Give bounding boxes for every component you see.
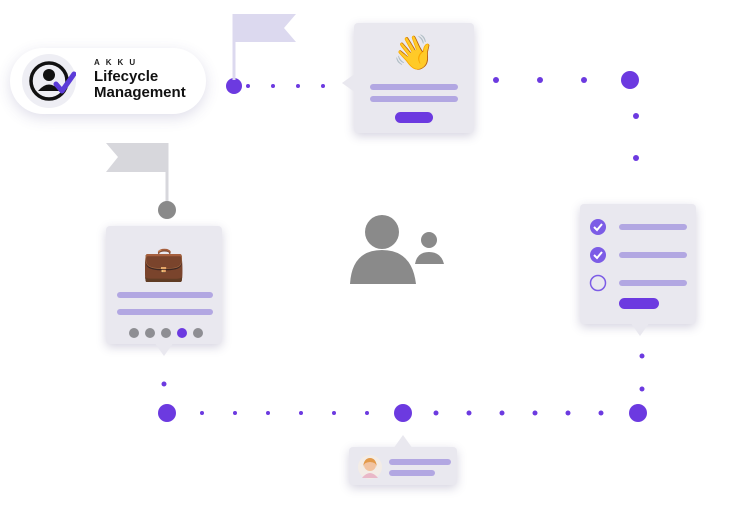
path-dot bbox=[321, 84, 325, 88]
path-dot bbox=[532, 410, 538, 416]
users-group-icon bbox=[350, 215, 444, 284]
badge-title-line2: Management bbox=[94, 84, 186, 101]
path-node bbox=[394, 404, 412, 422]
lifecycle-management-badge: AKKU Lifecycle Management bbox=[10, 48, 206, 114]
text-bar bbox=[619, 224, 687, 230]
text-bar bbox=[117, 309, 213, 315]
text-bar bbox=[619, 280, 687, 286]
path-dot bbox=[565, 410, 571, 416]
path-dot bbox=[246, 84, 250, 88]
path-dot bbox=[633, 113, 639, 119]
path-dot bbox=[598, 410, 604, 416]
path-dot bbox=[161, 381, 167, 387]
text-bar bbox=[619, 252, 687, 258]
card-pointer bbox=[154, 342, 174, 356]
path-dot bbox=[466, 410, 472, 416]
welcome-card: 👋 bbox=[342, 23, 474, 133]
waving-hand-icon: 👋 bbox=[392, 34, 436, 72]
text-bar bbox=[389, 459, 451, 465]
work-card: 💼 bbox=[106, 226, 222, 356]
avatar-icon bbox=[358, 455, 382, 479]
text-bar bbox=[370, 96, 458, 102]
path-dot bbox=[299, 411, 303, 415]
step-dot bbox=[161, 328, 171, 338]
briefcase-icon: 💼 bbox=[142, 245, 186, 283]
path-dot bbox=[332, 411, 336, 415]
path-dot bbox=[493, 77, 499, 83]
path-dot bbox=[266, 411, 270, 415]
flag-node bbox=[158, 201, 176, 219]
path-dot bbox=[365, 411, 369, 415]
path-dot bbox=[233, 411, 237, 415]
step-indicator bbox=[129, 328, 203, 338]
checklist-card bbox=[580, 204, 696, 336]
path-dot bbox=[271, 84, 275, 88]
check-icon bbox=[590, 247, 606, 263]
path-dot bbox=[639, 353, 645, 359]
path-node-start bbox=[226, 78, 242, 94]
path-node bbox=[158, 404, 176, 422]
path-dot bbox=[639, 386, 645, 392]
badge-title-line1: Lifecycle bbox=[94, 68, 159, 85]
text-bar bbox=[117, 292, 213, 298]
card-pointer bbox=[342, 73, 356, 93]
card-button bbox=[619, 298, 659, 309]
step-dot-active bbox=[177, 328, 187, 338]
path-dot bbox=[537, 77, 543, 83]
flag-left bbox=[106, 143, 168, 172]
text-bar bbox=[389, 470, 435, 476]
profile-card bbox=[349, 435, 457, 485]
path-node bbox=[629, 404, 647, 422]
path-dot bbox=[433, 410, 439, 416]
path-dot bbox=[200, 411, 204, 415]
checklist-marks bbox=[589, 219, 607, 292]
text-bar bbox=[370, 84, 458, 90]
step-dot bbox=[193, 328, 203, 338]
check-icon bbox=[590, 219, 606, 235]
path-dot bbox=[581, 77, 587, 83]
path-dot bbox=[296, 84, 300, 88]
path-dot bbox=[499, 410, 505, 416]
path-dot bbox=[633, 155, 639, 161]
unchecked-icon bbox=[589, 274, 607, 292]
path-node bbox=[621, 71, 639, 89]
brand-name: AKKU bbox=[94, 58, 142, 67]
card-pointer bbox=[393, 435, 413, 449]
card-pointer bbox=[630, 322, 650, 336]
user-cycle-check-icon bbox=[22, 54, 77, 108]
flag-top bbox=[234, 14, 296, 42]
card-button bbox=[395, 112, 433, 123]
step-dot bbox=[129, 328, 139, 338]
step-dot bbox=[145, 328, 155, 338]
